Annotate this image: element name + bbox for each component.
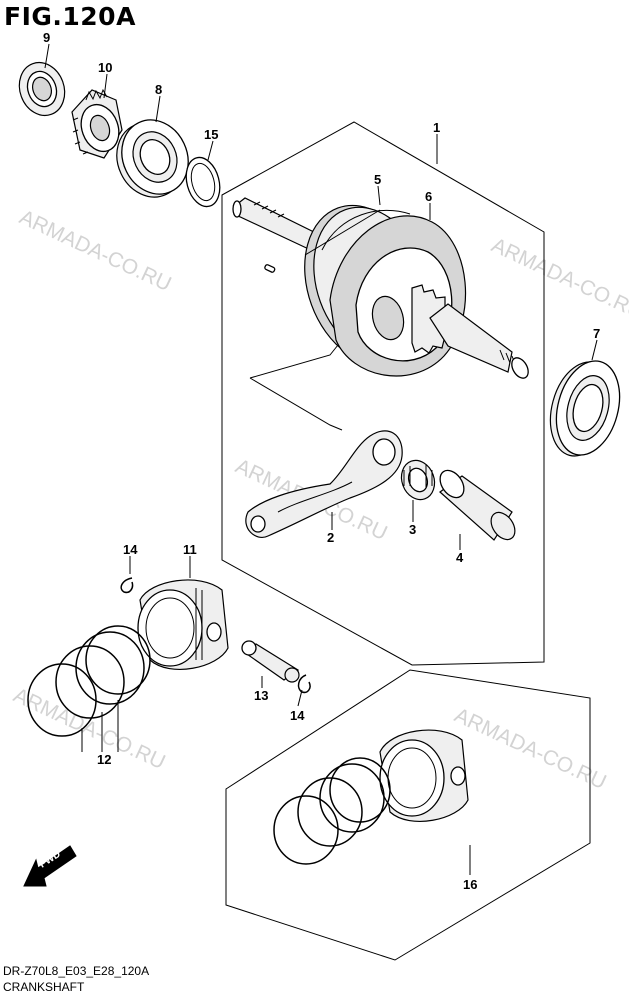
bearing-part-7 [549, 360, 621, 457]
piston-set-assembly-frame [225, 669, 591, 961]
callout-6: 6 [425, 189, 432, 204]
callout-12: 12 [97, 752, 111, 767]
callout-5: 5 [374, 172, 381, 187]
callout-15: 15 [204, 127, 218, 142]
diagram-name: CRANKSHAFT [3, 980, 85, 994]
forward-arrow-icon: FWD [23, 845, 77, 887]
callout-8: 8 [155, 82, 162, 97]
callout-11: 11 [183, 542, 197, 557]
needle-bearing-part-3 [400, 459, 436, 501]
diagram-code: DR-Z70L8_E03_E28_120A [3, 964, 150, 978]
leader-lines [44, 43, 598, 875]
crank-gear-part-10 [71, 88, 123, 159]
callout-13: 13 [254, 688, 268, 703]
callout-14-upper: 14 [123, 542, 138, 557]
crankshaft-assembly-frame [221, 121, 545, 666]
piston-part-11 [137, 579, 229, 670]
piston-pin-part-13 [241, 640, 300, 683]
piston-rings-part-12 [27, 625, 151, 752]
watermark-5: ARMADA-CO.RU [451, 704, 610, 794]
washer-part-15 [185, 156, 221, 208]
watermark-1: ARMADA-CO.RU [16, 206, 175, 296]
crank-pin-part-4 [439, 469, 516, 541]
callout-10: 10 [98, 60, 112, 75]
bearing-part-8 [116, 119, 189, 198]
connecting-rod-part-2 [245, 430, 403, 538]
crankshaft-parts-5-6 [232, 197, 529, 379]
watermark-2: ARMADA-CO.RU [488, 234, 629, 324]
callout-9: 9 [43, 30, 50, 45]
piston-set-part-16 [273, 729, 469, 865]
callout-labels: 9 10 8 15 1 5 6 7 2 3 4 11 14 13 14 12 1… [43, 30, 600, 892]
callout-16: 16 [463, 877, 477, 892]
callout-4: 4 [456, 550, 464, 565]
callout-7: 7 [593, 326, 600, 341]
oil-seal-part-9 [18, 61, 66, 117]
callout-1: 1 [433, 120, 440, 135]
circlip-part-14-lower [297, 674, 311, 694]
figure-title: FIG.120A [4, 2, 136, 31]
callout-3: 3 [409, 522, 416, 537]
callout-14-lower: 14 [290, 708, 305, 723]
circlip-part-14-upper [120, 577, 134, 594]
callout-2: 2 [327, 530, 334, 545]
